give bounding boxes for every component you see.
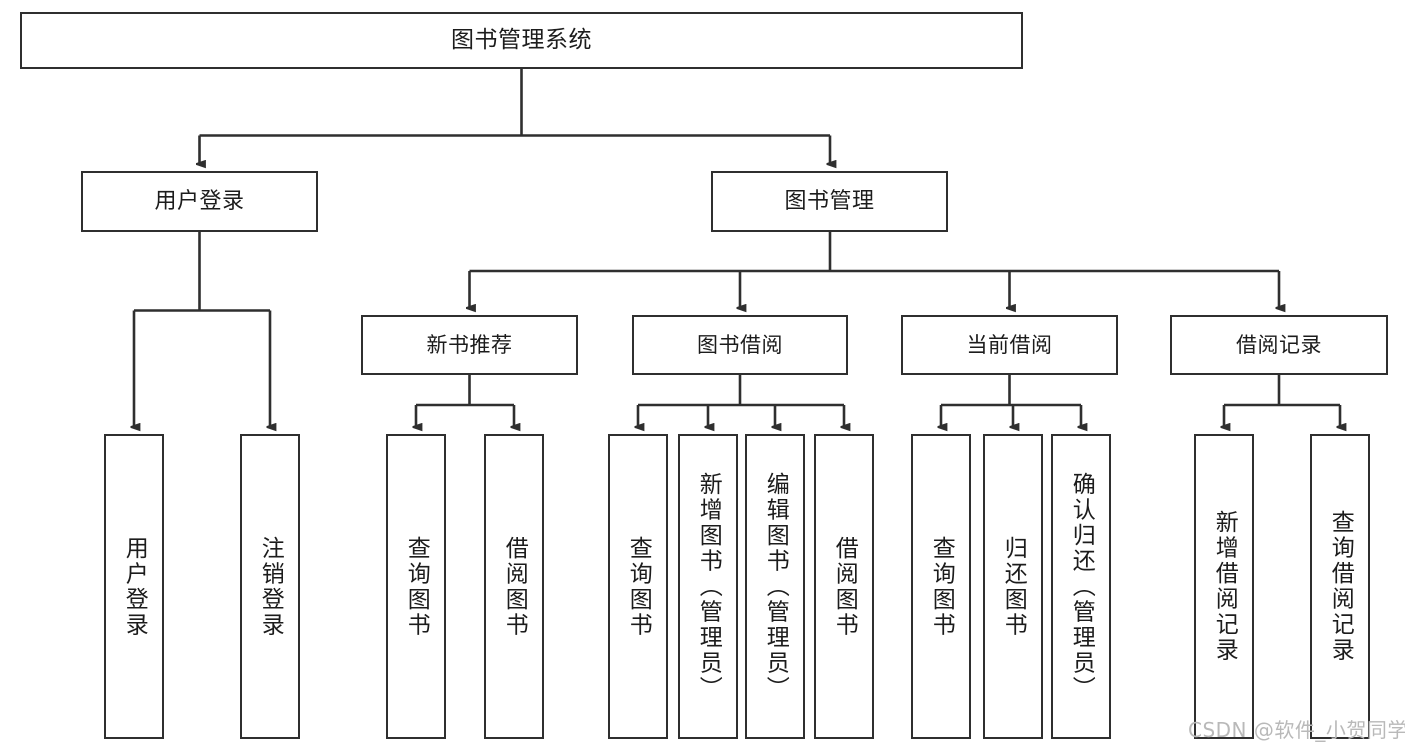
node-user-login[interactable]: 用户登录 [81, 171, 318, 232]
node-leaf-user-login[interactable]: 用户登录 [104, 434, 164, 739]
node-leaf-query-book-borrow-label: 查询图书 [625, 535, 652, 638]
node-leaf-borrow-book[interactable]: 借阅图书 [814, 434, 874, 739]
node-book-manage-label: 图书管理 [784, 188, 875, 214]
node-leaf-query-book-current[interactable]: 查询图书 [911, 434, 971, 739]
node-leaf-confirm-return-label: 确认归还（管理员） [1068, 471, 1095, 702]
node-leaf-logout-label: 注销登录 [257, 535, 284, 638]
node-leaf-return-book-label: 归还图书 [1000, 535, 1027, 638]
node-root-label: 图书管理系统 [451, 26, 592, 53]
node-leaf-add-record-label: 新增借阅记录 [1211, 510, 1238, 663]
node-user-login-label: 用户登录 [154, 188, 245, 214]
node-leaf-edit-book[interactable]: 编辑图书（管理员） [745, 434, 805, 739]
node-book-borrow[interactable]: 图书借阅 [632, 315, 848, 375]
node-leaf-query-book-rec[interactable]: 查询图书 [386, 434, 446, 739]
node-leaf-logout[interactable]: 注销登录 [240, 434, 300, 739]
node-leaf-query-book-borrow[interactable]: 查询图书 [608, 434, 668, 739]
node-leaf-borrow-book-rec[interactable]: 借阅图书 [484, 434, 544, 739]
node-leaf-add-book[interactable]: 新增图书（管理员） [678, 434, 738, 739]
node-leaf-confirm-return[interactable]: 确认归还（管理员） [1051, 434, 1111, 739]
node-current-borrow-label: 当前借阅 [966, 332, 1053, 357]
node-leaf-borrow-book-rec-label: 借阅图书 [501, 535, 528, 638]
node-leaf-borrow-book-label: 借阅图书 [831, 535, 858, 638]
node-book-manage[interactable]: 图书管理 [711, 171, 948, 232]
node-new-book-rec[interactable]: 新书推荐 [361, 315, 578, 375]
node-leaf-return-book[interactable]: 归还图书 [983, 434, 1043, 739]
node-borrow-record[interactable]: 借阅记录 [1170, 315, 1388, 375]
node-book-borrow-label: 图书借阅 [697, 332, 783, 357]
node-leaf-query-book-current-label: 查询图书 [928, 535, 955, 638]
node-current-borrow[interactable]: 当前借阅 [901, 315, 1118, 375]
node-leaf-query-record[interactable]: 查询借阅记录 [1310, 434, 1370, 739]
node-leaf-add-book-label: 新增图书（管理员） [695, 471, 722, 702]
node-new-book-rec-label: 新书推荐 [426, 332, 513, 357]
node-root-system[interactable]: 图书管理系统 [20, 12, 1023, 69]
node-leaf-edit-book-label: 编辑图书（管理员） [762, 471, 789, 702]
node-leaf-add-record[interactable]: 新增借阅记录 [1194, 434, 1254, 739]
node-borrow-record-label: 借阅记录 [1236, 332, 1322, 357]
node-leaf-query-book-rec-label: 查询图书 [403, 535, 430, 638]
node-leaf-query-record-label: 查询借阅记录 [1327, 510, 1354, 663]
node-leaf-user-login-label: 用户登录 [121, 535, 148, 638]
csdn-watermark: CSDN @软件_小贺同学 [1188, 718, 1405, 742]
